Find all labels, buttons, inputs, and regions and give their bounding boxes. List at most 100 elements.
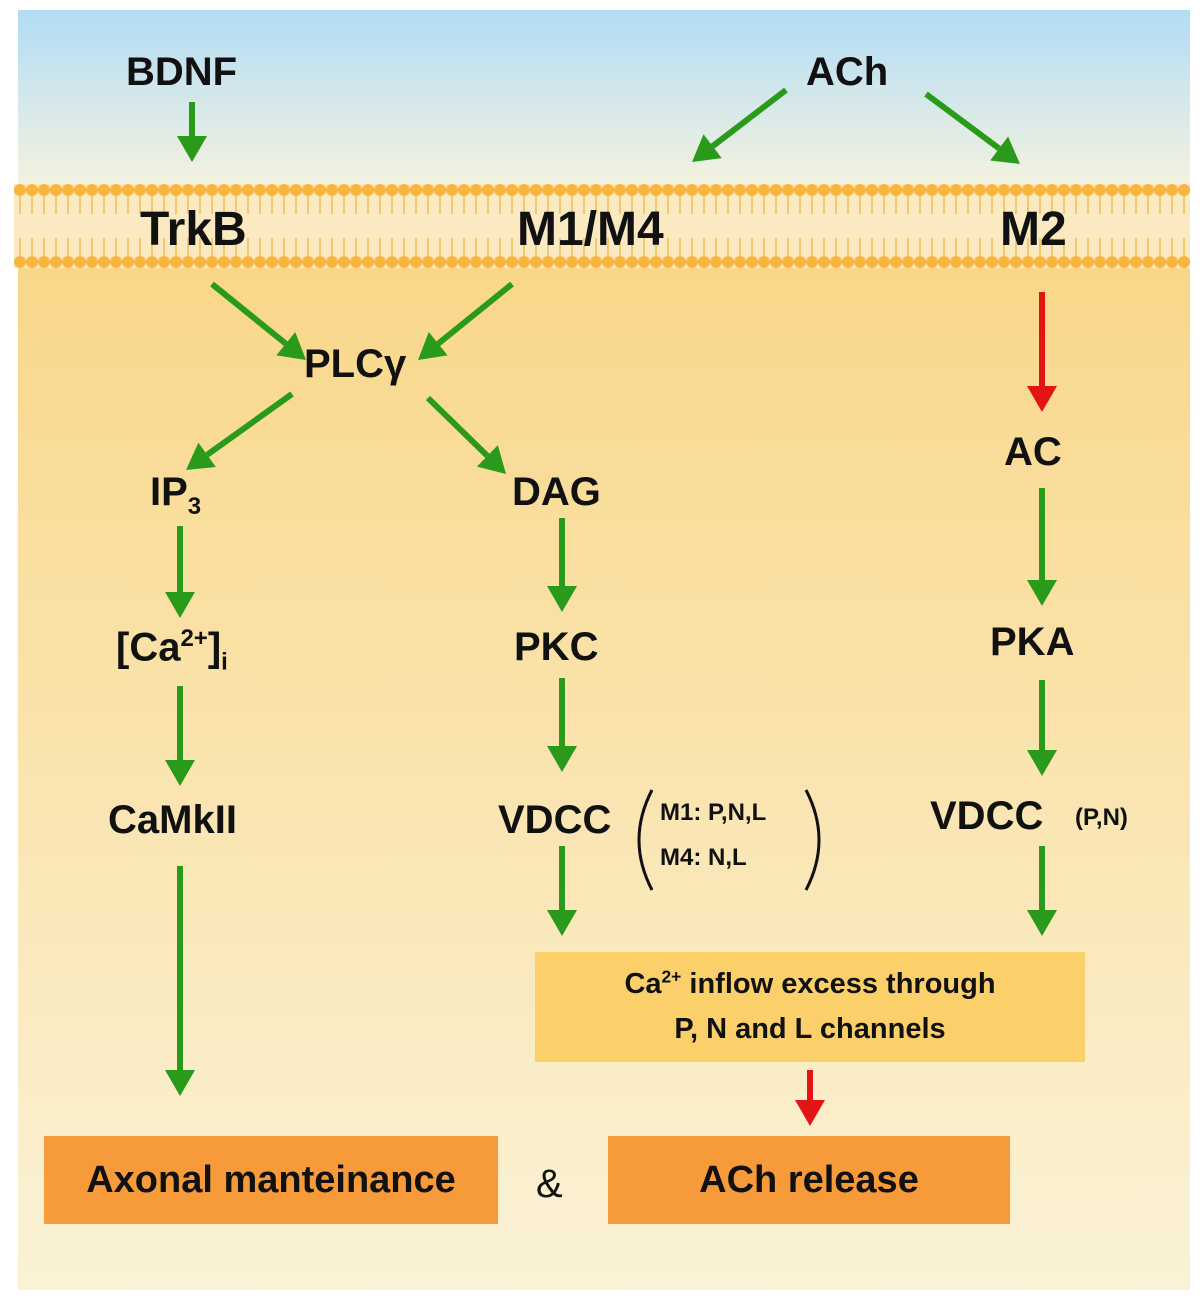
lipid-head	[134, 184, 146, 196]
lipid-head	[734, 184, 746, 196]
lipid-head	[710, 256, 722, 268]
lipid-head	[50, 256, 62, 268]
lipid-head	[1070, 256, 1082, 268]
arrow-bdnf-to-trkb	[177, 102, 207, 162]
arrow-head	[692, 134, 722, 162]
ca-open: [Ca	[116, 625, 181, 670]
lipid-head	[578, 256, 590, 268]
inflow-line-2: P, N and L channels	[674, 1013, 946, 1045]
lipid-head	[794, 184, 806, 196]
lipid-head	[566, 256, 578, 268]
ip3-label: IP3	[150, 472, 201, 519]
lipid-head	[950, 184, 962, 196]
lipid-head	[722, 184, 734, 196]
arrow-head	[990, 136, 1020, 164]
lipid-head	[698, 256, 710, 268]
lipid-head	[1058, 184, 1070, 196]
arrow-head	[1027, 910, 1057, 936]
lipid-head	[1106, 256, 1118, 268]
lipid-head	[842, 184, 854, 196]
arrow-head	[165, 592, 195, 618]
lipid-head	[1070, 184, 1082, 196]
lipid-head	[494, 184, 506, 196]
lipid-head	[794, 256, 806, 268]
lipid-head	[482, 184, 494, 196]
lipid-head	[38, 256, 50, 268]
lipid-head	[1106, 184, 1118, 196]
arrow-head	[418, 331, 448, 360]
trkb-receptor: TrkB	[140, 203, 247, 256]
dag-label: DAG	[512, 470, 601, 514]
m4-channels-label: M4: N,L	[660, 844, 747, 871]
lipid-head	[830, 256, 842, 268]
lipid-head	[986, 184, 998, 196]
lipid-head	[938, 256, 950, 268]
lipid-head	[902, 256, 914, 268]
lipid-head	[578, 184, 590, 196]
lipid-head	[482, 256, 494, 268]
lipid-head	[866, 184, 878, 196]
calcium-inflow-box: Ca2+ inflow excess through P, N and L ch…	[535, 952, 1085, 1062]
ampersand: &	[536, 1162, 563, 1206]
lipid-head	[374, 256, 386, 268]
arrow-plc-to-dag	[425, 395, 506, 474]
lipid-head	[938, 184, 950, 196]
m1-m4-receptor: M1/M4	[517, 203, 664, 256]
lipid-head	[506, 256, 518, 268]
lipid-head	[134, 256, 146, 268]
lipid-head	[626, 256, 638, 268]
arrows-layer	[165, 87, 1057, 1126]
arrow-vdcc-m2-to-inflow	[1027, 846, 1057, 936]
vdcc-m2-channels-label: (P,N)	[1075, 804, 1128, 831]
lipid-head	[338, 256, 350, 268]
lipid-head	[290, 184, 302, 196]
lipid-head	[1178, 184, 1190, 196]
lipid-head	[458, 184, 470, 196]
lipid-head	[650, 256, 662, 268]
lipid-head	[158, 256, 170, 268]
ac-label: AC	[1004, 430, 1062, 474]
ach-label: ACh	[806, 50, 889, 94]
arrow-inflow-to-ach-release	[795, 1070, 825, 1126]
lipid-head	[410, 256, 422, 268]
lipid-head	[374, 184, 386, 196]
arrow-head	[276, 331, 306, 360]
lipid-head	[614, 256, 626, 268]
lipid-head	[566, 184, 578, 196]
lipid-head	[398, 256, 410, 268]
lipid-head	[758, 256, 770, 268]
lipid-head	[842, 256, 854, 268]
arrow-head	[547, 746, 577, 772]
arrow-trkb-to-plc	[210, 281, 306, 360]
lipid-head	[62, 256, 74, 268]
calcium-intracellular-label: [Ca2+]i	[116, 627, 228, 674]
lipid-head	[74, 184, 86, 196]
lipid-head	[1130, 184, 1142, 196]
arrow-head	[547, 586, 577, 612]
arrow-head	[1027, 386, 1057, 412]
lipid-head	[926, 256, 938, 268]
lipid-head	[14, 184, 26, 196]
lipid-head	[638, 184, 650, 196]
inflow-line-1: Ca2+ inflow excess through	[624, 966, 996, 1001]
lipid-head	[506, 184, 518, 196]
vdcc-m1m4-label: VDCC	[498, 798, 612, 842]
pkc-label: PKC	[514, 625, 599, 669]
lipid-head	[86, 184, 98, 196]
camkii-label: CaMkII	[108, 798, 237, 842]
lipid-head	[398, 184, 410, 196]
lipid-head	[122, 256, 134, 268]
arrow-m2-to-ac	[1027, 292, 1057, 412]
lipid-head	[146, 184, 158, 196]
lipid-head	[626, 184, 638, 196]
lipid-head	[290, 256, 302, 268]
lipid-head	[302, 256, 314, 268]
lipid-head	[1094, 184, 1106, 196]
arrow-plc-to-ip3	[186, 391, 294, 470]
lipid-head	[1022, 256, 1034, 268]
lipid-head	[1022, 184, 1034, 196]
lipid-head	[74, 256, 86, 268]
arrow-ach-to-m2	[924, 91, 1020, 164]
lipid-head	[890, 184, 902, 196]
arrow-shaft	[205, 391, 294, 458]
